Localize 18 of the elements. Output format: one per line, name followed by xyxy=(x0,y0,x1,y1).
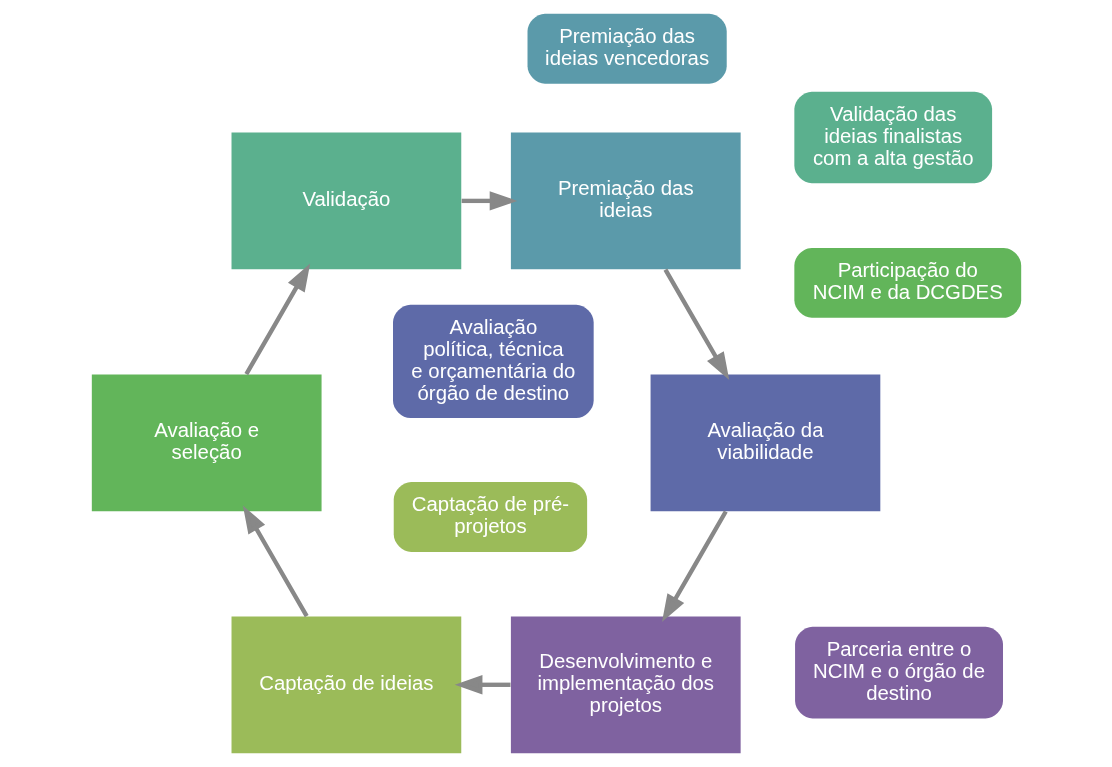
node-box: Avaliação da viabilidade xyxy=(650,374,880,512)
node-box: Avaliação e seleção xyxy=(91,374,322,512)
arrow xyxy=(461,191,517,211)
arrow xyxy=(454,675,510,695)
node-box: Avaliação política, técnica e orçamentária do órgão de destino xyxy=(392,304,594,419)
node-box: Validação das ideias finalistas com a alta gestão xyxy=(793,91,992,184)
node-box: Captação de ideias xyxy=(231,616,461,754)
node-box: Participação do NCIM e da DCGDES xyxy=(793,248,1021,318)
arrow xyxy=(663,268,729,381)
node-box: Captação de pré-projetos xyxy=(393,482,587,552)
node-box: Premiação das ideias xyxy=(510,132,741,270)
node-box: Desenvolvimento e implementação dos projetos xyxy=(510,616,741,754)
arrow xyxy=(661,510,728,623)
arrow xyxy=(243,263,310,376)
node-box: Parceria entre o NCIM e o órgão de destino xyxy=(794,626,1003,719)
node-box: Validação xyxy=(231,132,461,270)
arrow xyxy=(242,505,309,618)
node-box: Premiação das ideias vencedoras xyxy=(527,13,727,84)
